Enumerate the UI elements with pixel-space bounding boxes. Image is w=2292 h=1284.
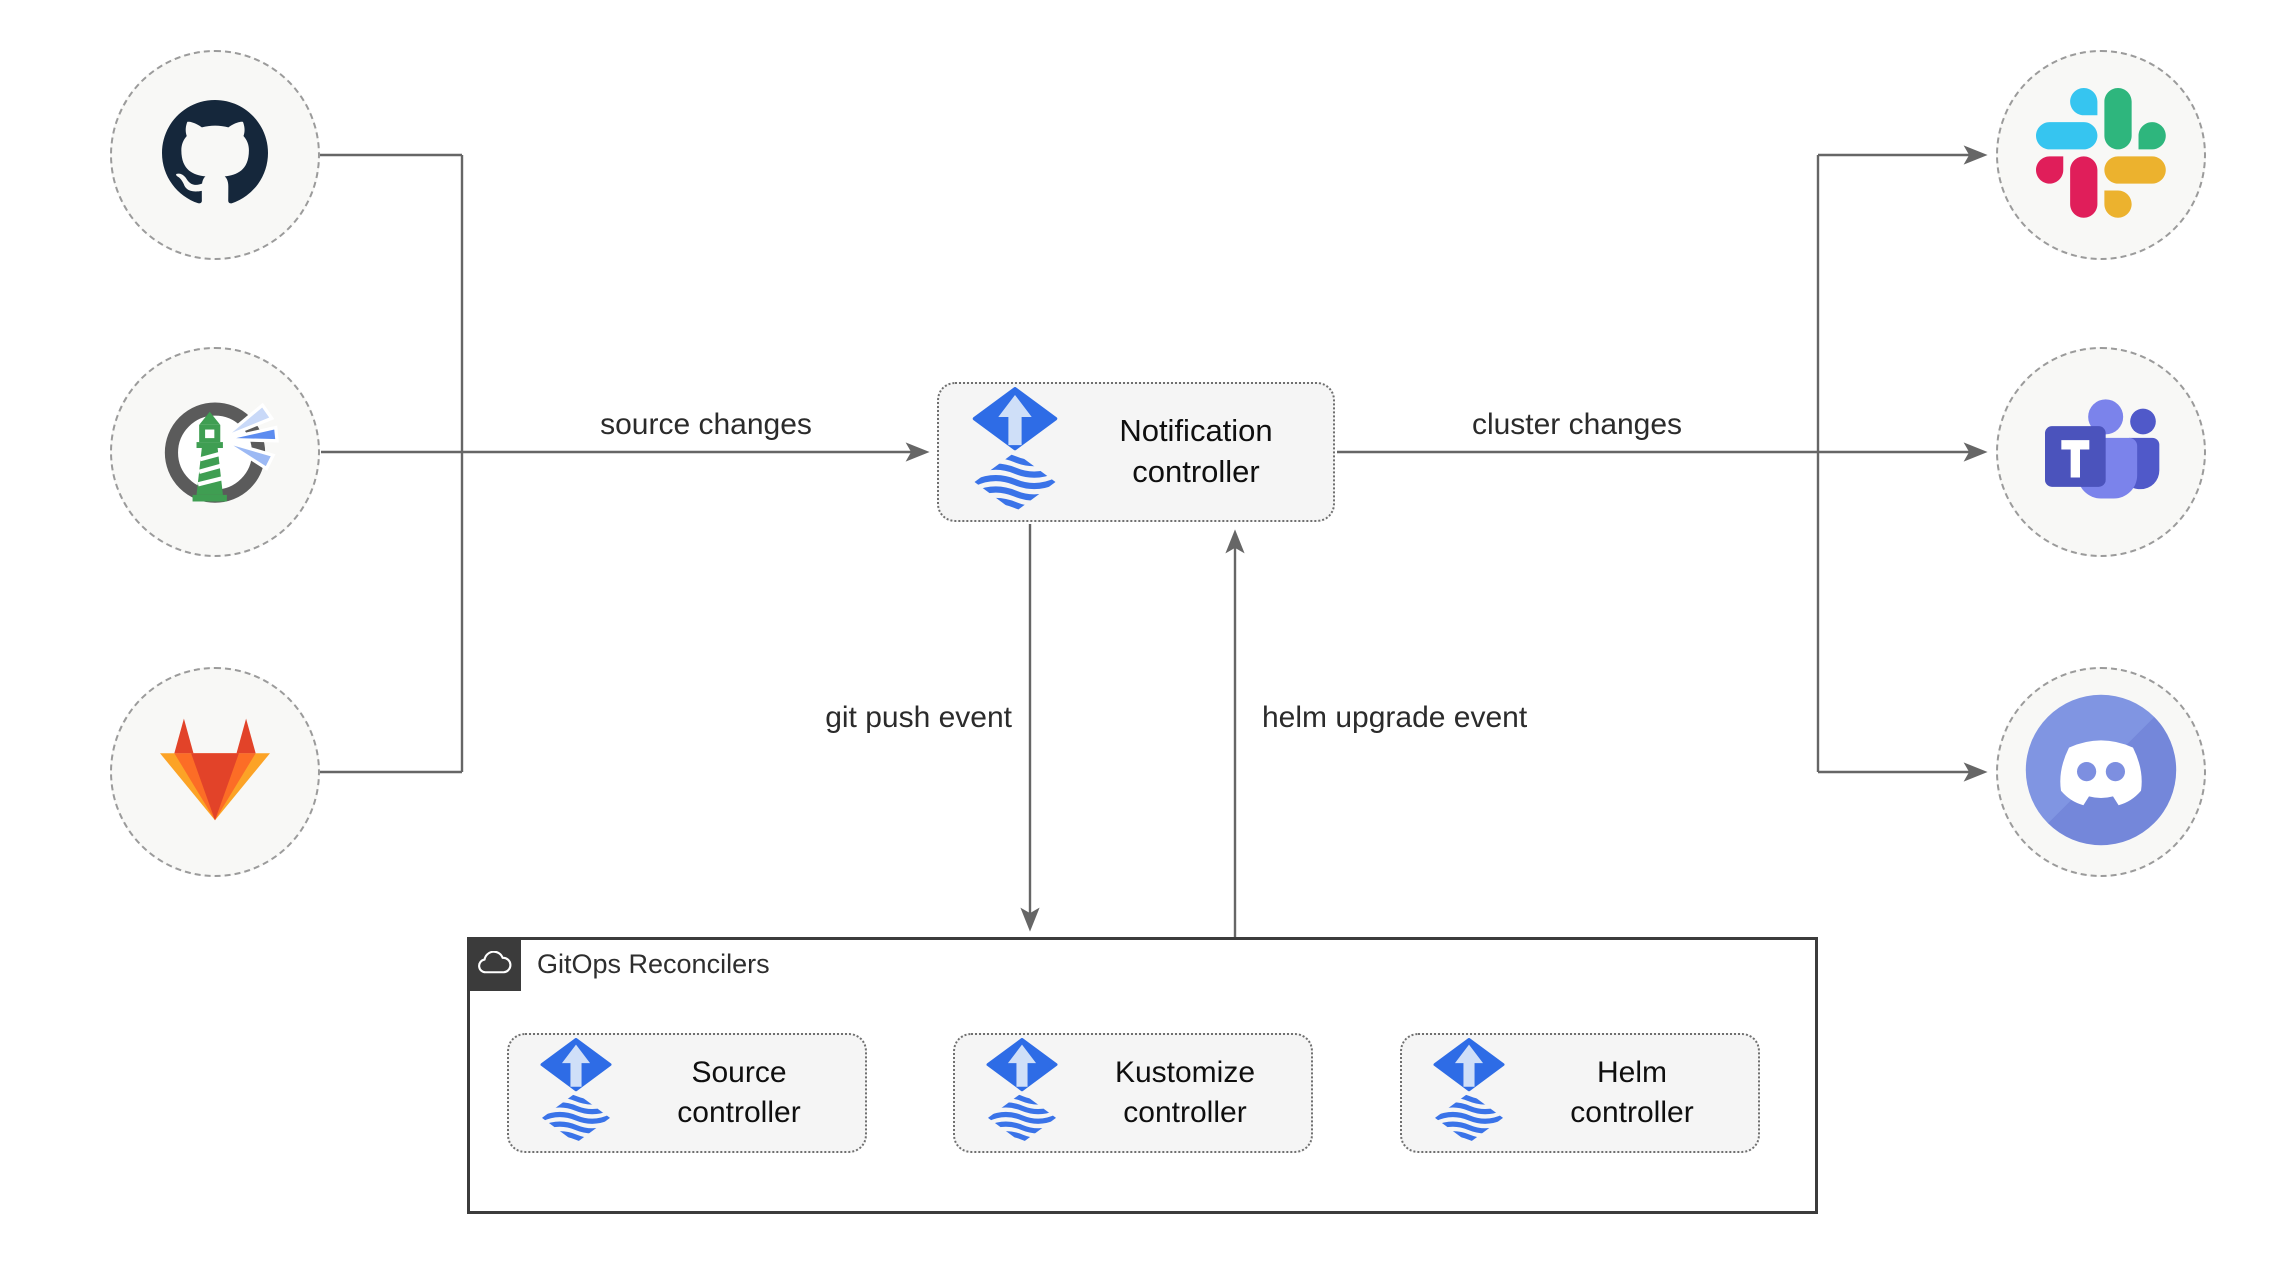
discord-icon — [2021, 690, 2181, 855]
destination-node-slack — [1996, 50, 2206, 260]
teams-icon — [2031, 391, 2171, 513]
cloud-icon — [467, 937, 521, 991]
edge-label-source-changes: source changes — [600, 408, 812, 441]
flux-icon — [971, 387, 1059, 517]
node-helm-controller: Helm controller — [1400, 1033, 1760, 1153]
github-icon — [162, 99, 268, 211]
slack-icon — [2036, 87, 2166, 223]
node-notification-controller: Notification controller — [937, 382, 1335, 522]
source-node-gitlab — [110, 667, 320, 877]
harbor-icon — [149, 384, 281, 521]
gitlab-icon — [155, 715, 275, 830]
edge-label-cluster-changes: cluster changes — [1471, 408, 1683, 441]
edge-label-git-push-event: git push event — [825, 701, 1012, 734]
source-controller-label: Source controller — [677, 1056, 801, 1129]
destination-node-teams — [1996, 347, 2206, 557]
gitops-reconcilers-title: GitOps Reconcilers — [537, 948, 770, 979]
flux-icon — [985, 1038, 1059, 1148]
edge-label-helm-upgrade-event: helm upgrade event — [1262, 701, 1528, 734]
flux-icon — [539, 1038, 613, 1148]
flux-icon — [1432, 1038, 1506, 1148]
helm-controller-label: Helm controller — [1570, 1056, 1694, 1129]
destination-node-discord — [1996, 667, 2206, 877]
notification-controller-label: Notification controller — [1119, 413, 1273, 489]
source-node-harbor — [110, 347, 320, 557]
kustomize-controller-label: Kustomize controller — [1114, 1056, 1256, 1129]
node-source-controller: Source controller — [507, 1033, 867, 1153]
source-node-github — [110, 50, 320, 260]
node-kustomize-controller: Kustomize controller — [953, 1033, 1313, 1153]
edge-left-merge — [320, 153, 464, 774]
